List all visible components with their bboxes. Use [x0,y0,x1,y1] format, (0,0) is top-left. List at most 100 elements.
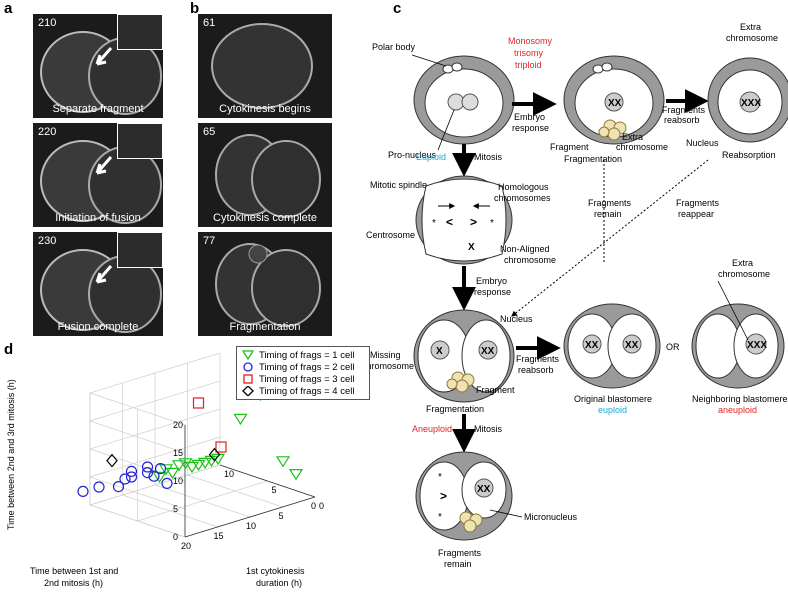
frame-number: 220 [38,126,57,138]
micrograph-a2: 220 Initiation of fusion [33,123,163,227]
svg-text:>: > [440,489,447,503]
label-mitosis: Mitosis [474,152,503,162]
data-point [288,469,304,481]
data-point [158,464,174,476]
x-axis-line [184,496,316,538]
grid-line [89,476,186,510]
data-point [119,473,131,485]
label-reappear: reappear [678,209,714,219]
dividing-cell: <> ** X [415,175,513,265]
fragment-cluster [598,119,627,141]
label-non-aligned: Non-Aligned [500,244,550,254]
label-euploid: euploid [598,405,627,415]
data-point [125,471,138,483]
label-extra-3: Extra [732,258,753,268]
label-or: OR [666,342,680,352]
z-tick-label: 0 [173,532,178,542]
svg-text:>: > [470,215,477,229]
data-point [93,481,105,493]
svg-text:XX: XX [625,340,639,351]
label-fragments: Fragments [662,105,706,115]
svg-text:XX: XX [608,98,622,109]
label-euploid-cap: Euploid [416,152,446,162]
label-embryo-2: Embryo [476,276,507,286]
label-response-2: response [474,287,511,297]
y-tick-label: 5 [272,485,277,495]
legend-label: Timing of frags = 2 cell [259,361,355,373]
panel-letter-d: d [4,341,14,358]
data-point [191,459,206,472]
label-chromosome: chromosome [616,142,668,152]
polar-body [451,62,463,72]
y-axis-label-line2: duration (h) [256,578,302,588]
embryo-diagram: Polar body Pro-nucleus Monosomy trisomy … [362,22,788,569]
label-aneuploid-cap: Aneuploid [412,424,452,434]
label-fragment-2: Fragment [476,385,515,395]
data-point [171,460,187,472]
frame-number: 77 [203,235,216,247]
original-blastomere-embryo: XX XX [563,303,661,389]
panel-letter-b: b [190,0,200,17]
x-tick-label: 5 [279,511,284,521]
dotted-arrow [511,159,709,317]
inset [117,123,163,159]
label-fragment: Fragment [550,142,589,152]
legend-item: Timing of frags = 2 cell [240,361,366,373]
caption: Fusion complete [57,321,139,333]
chart-marks [77,389,304,497]
inset [117,232,163,268]
data-point [141,467,154,479]
svg-text:XX: XX [477,484,491,495]
y-axis-line [219,464,316,498]
data-point [77,485,89,497]
label-chromosome-4: chromosome [362,361,414,371]
label-aneuploid: aneuploid [718,405,757,415]
x-tick-label: 20 [181,541,191,551]
data-point [141,461,154,473]
data-point [161,477,173,489]
x-axis-label-line2: 2nd mitosis (h) [44,578,103,588]
caption: Cytokinesis begins [219,103,311,115]
x-tick-label: 10 [246,521,256,531]
label-extra-2: Extra [740,22,761,32]
data-point [106,453,118,468]
label-reabsorption: Reabsorption [722,150,776,160]
label-centrosome: Centrosome [366,230,415,240]
data-point [215,441,227,453]
y-axis-label: 1st cytokinesis [246,566,305,576]
grid-line [89,392,186,426]
grid-line [89,420,186,454]
label-trisomy: trisomy [514,48,543,58]
micrograph-b2: 65 Cytokinesis complete [198,123,332,227]
label-fragmentation-2: Fragmentation [426,404,484,414]
grid-line [89,504,186,538]
label-pro-nucleus: Pro-nucleus [388,150,437,160]
grid-line [137,480,268,522]
triangle-down-marker-icon [240,350,256,360]
grid-line [89,408,221,450]
pronucleus [461,93,479,111]
neighboring-blastomere-embryo: XXX [691,303,785,389]
cell-image [40,31,162,115]
cell-image [215,243,321,327]
micrograph-b3: 77 Fragmentation [198,232,332,336]
label-mitosis-2: Mitosis [474,424,503,434]
grid-line [89,464,221,506]
svg-text:*: * [438,472,442,483]
frame-number: 210 [38,17,57,29]
data-point [233,413,248,426]
caption: Separate fragment [52,103,144,115]
polar-body [442,64,454,74]
x-tick-label: 0 [311,501,316,511]
square-marker-icon [240,374,256,384]
label-reabsorb: reabsorb [664,115,700,125]
fragmented-zygote: XX [563,55,665,145]
label-neighboring-blastomere: Neighboring blastomere [692,394,788,404]
svg-text:XX: XX [585,340,599,351]
data-point [154,463,167,475]
two-cell-fragmented: X XX [413,309,515,403]
svg-text:*: * [438,512,442,523]
svg-text:X: X [436,346,443,357]
caption: Fragmentation [229,321,301,333]
svg-text:XXX: XXX [747,340,767,351]
